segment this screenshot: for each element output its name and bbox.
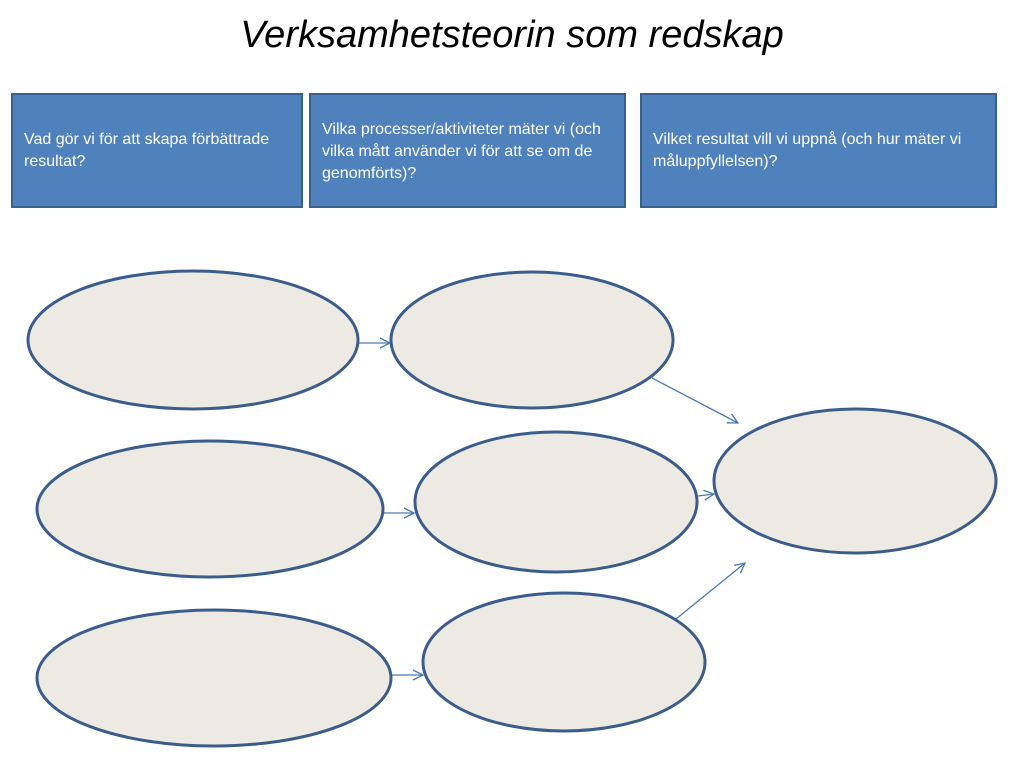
process-ellipse <box>389 270 675 410</box>
column-header-text: Vilket resultat vill vi uppnå (och hur m… <box>653 130 962 170</box>
column-header-actions: Vad gör vi för att skapa förbättrade res… <box>11 93 303 208</box>
slide-title: Verksamhetsteorin som redskap <box>240 14 784 56</box>
arrow-connector <box>675 563 745 620</box>
column-header-results: Vilket resultat vill vi uppnå (och hur m… <box>640 93 997 208</box>
arrow-connector <box>651 377 738 423</box>
arrow-connector <box>697 494 714 496</box>
column-header-text: Vilka processer/aktiviteter mäter vi (oc… <box>322 121 601 182</box>
column-header-text: Vad gör vi för att skapa förbättrade res… <box>24 130 270 170</box>
result-ellipse <box>712 407 998 555</box>
activity-ellipse <box>26 269 360 411</box>
activity-ellipse <box>35 608 393 748</box>
process-ellipse <box>421 591 707 733</box>
process-ellipse <box>413 430 699 574</box>
activity-ellipse <box>35 439 385 579</box>
column-header-processes: Vilka processer/aktiviteter mäter vi (oc… <box>309 93 626 208</box>
